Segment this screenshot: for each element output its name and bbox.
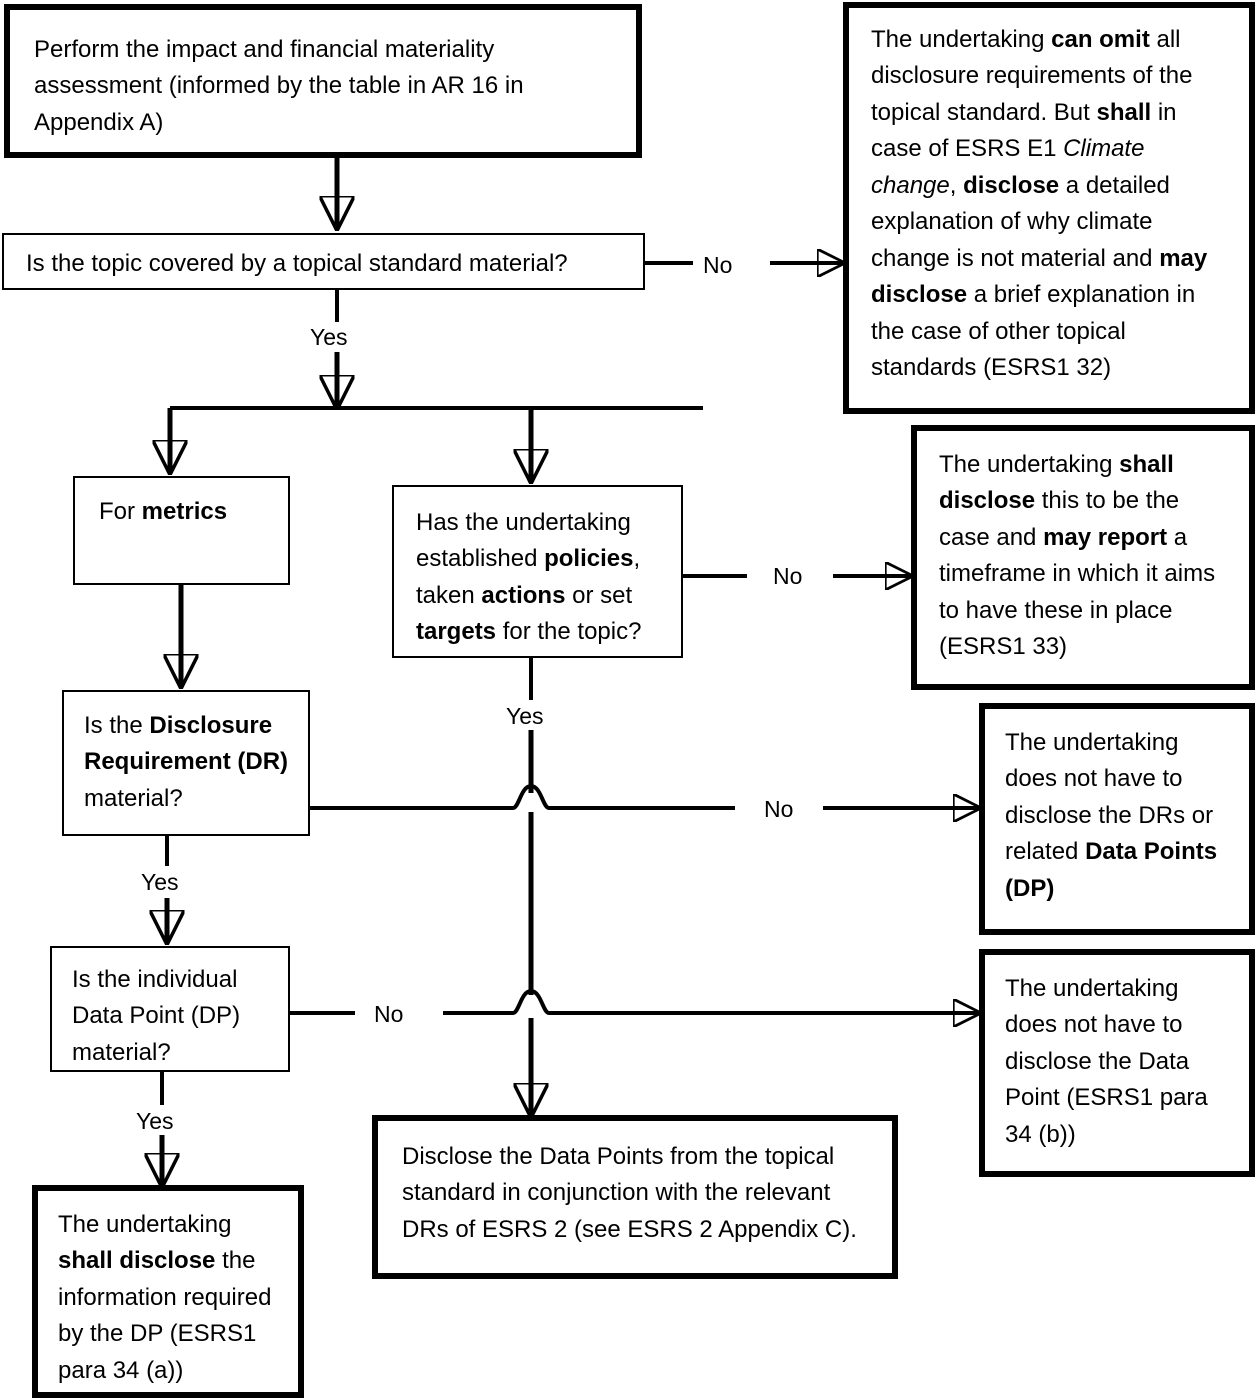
- node-dr-material[interactable]: Is the Disclosure Requirement (DR) mater…: [62, 690, 310, 836]
- edge-label-policies-yes: Yes: [506, 703, 544, 729]
- edge-label-dr-yes: Yes: [141, 869, 179, 895]
- edge-dp-no-hop: [512, 988, 550, 1015]
- node-topic-covered-text: Is the topic covered by a topical standa…: [26, 250, 568, 277]
- edge-label-dp-yes: Yes: [136, 1108, 174, 1134]
- node-no-disclose-drs-text: The undertaking does not have to disclos…: [1005, 729, 1218, 902]
- node-shall-disclose-timeframe-text: The undertaking shall disclose this to b…: [939, 451, 1216, 661]
- node-dp-material-text: Is the individual Data Point (DP) materi…: [72, 966, 241, 1066]
- node-disclose-data-points[interactable]: Disclose the Data Points from the topica…: [372, 1115, 898, 1279]
- node-perform-assessment[interactable]: Perform the impact and financial materia…: [4, 4, 642, 158]
- node-no-disclose-dp-text: The undertaking does not have to disclos…: [1005, 975, 1208, 1148]
- edge-label-dr-no: No: [764, 796, 794, 822]
- node-has-policies[interactable]: Has the undertaking established policies…: [392, 485, 683, 658]
- node-dr-material-text: Is the Disclosure Requirement (DR) mater…: [84, 712, 289, 812]
- edge-label-topic-no: No: [703, 252, 733, 278]
- node-shall-disclose-timeframe[interactable]: The undertaking shall disclose this to b…: [911, 425, 1255, 690]
- edge-label-topic-yes: Yes: [310, 324, 348, 350]
- edge-label-policies-no: No: [773, 563, 803, 589]
- node-dp-material[interactable]: Is the individual Data Point (DP) materi…: [50, 946, 290, 1072]
- node-can-omit[interactable]: The undertaking can omit all disclosure …: [843, 2, 1255, 414]
- edge-label-dp-no: No: [374, 1001, 404, 1027]
- node-no-disclose-dp[interactable]: The undertaking does not have to disclos…: [979, 949, 1255, 1177]
- node-for-metrics[interactable]: For metrics: [73, 476, 290, 585]
- node-shall-disclose-dp[interactable]: The undertaking shall disclose the infor…: [32, 1185, 304, 1398]
- node-shall-disclose-dp-text: The undertaking shall disclose the infor…: [58, 1211, 272, 1384]
- node-no-disclose-drs[interactable]: The undertaking does not have to disclos…: [979, 703, 1255, 935]
- node-topic-covered[interactable]: Is the topic covered by a topical standa…: [2, 233, 645, 290]
- node-perform-assessment-text: Perform the impact and financial materia…: [34, 36, 524, 136]
- node-can-omit-text: The undertaking can omit all disclosure …: [871, 26, 1208, 382]
- node-for-metrics-text: For metrics: [99, 498, 228, 525]
- node-disclose-data-points-text: Disclose the Data Points from the topica…: [402, 1143, 857, 1243]
- node-has-policies-text: Has the undertaking established policies…: [416, 509, 642, 646]
- edge-dr-no-hop: [512, 783, 550, 810]
